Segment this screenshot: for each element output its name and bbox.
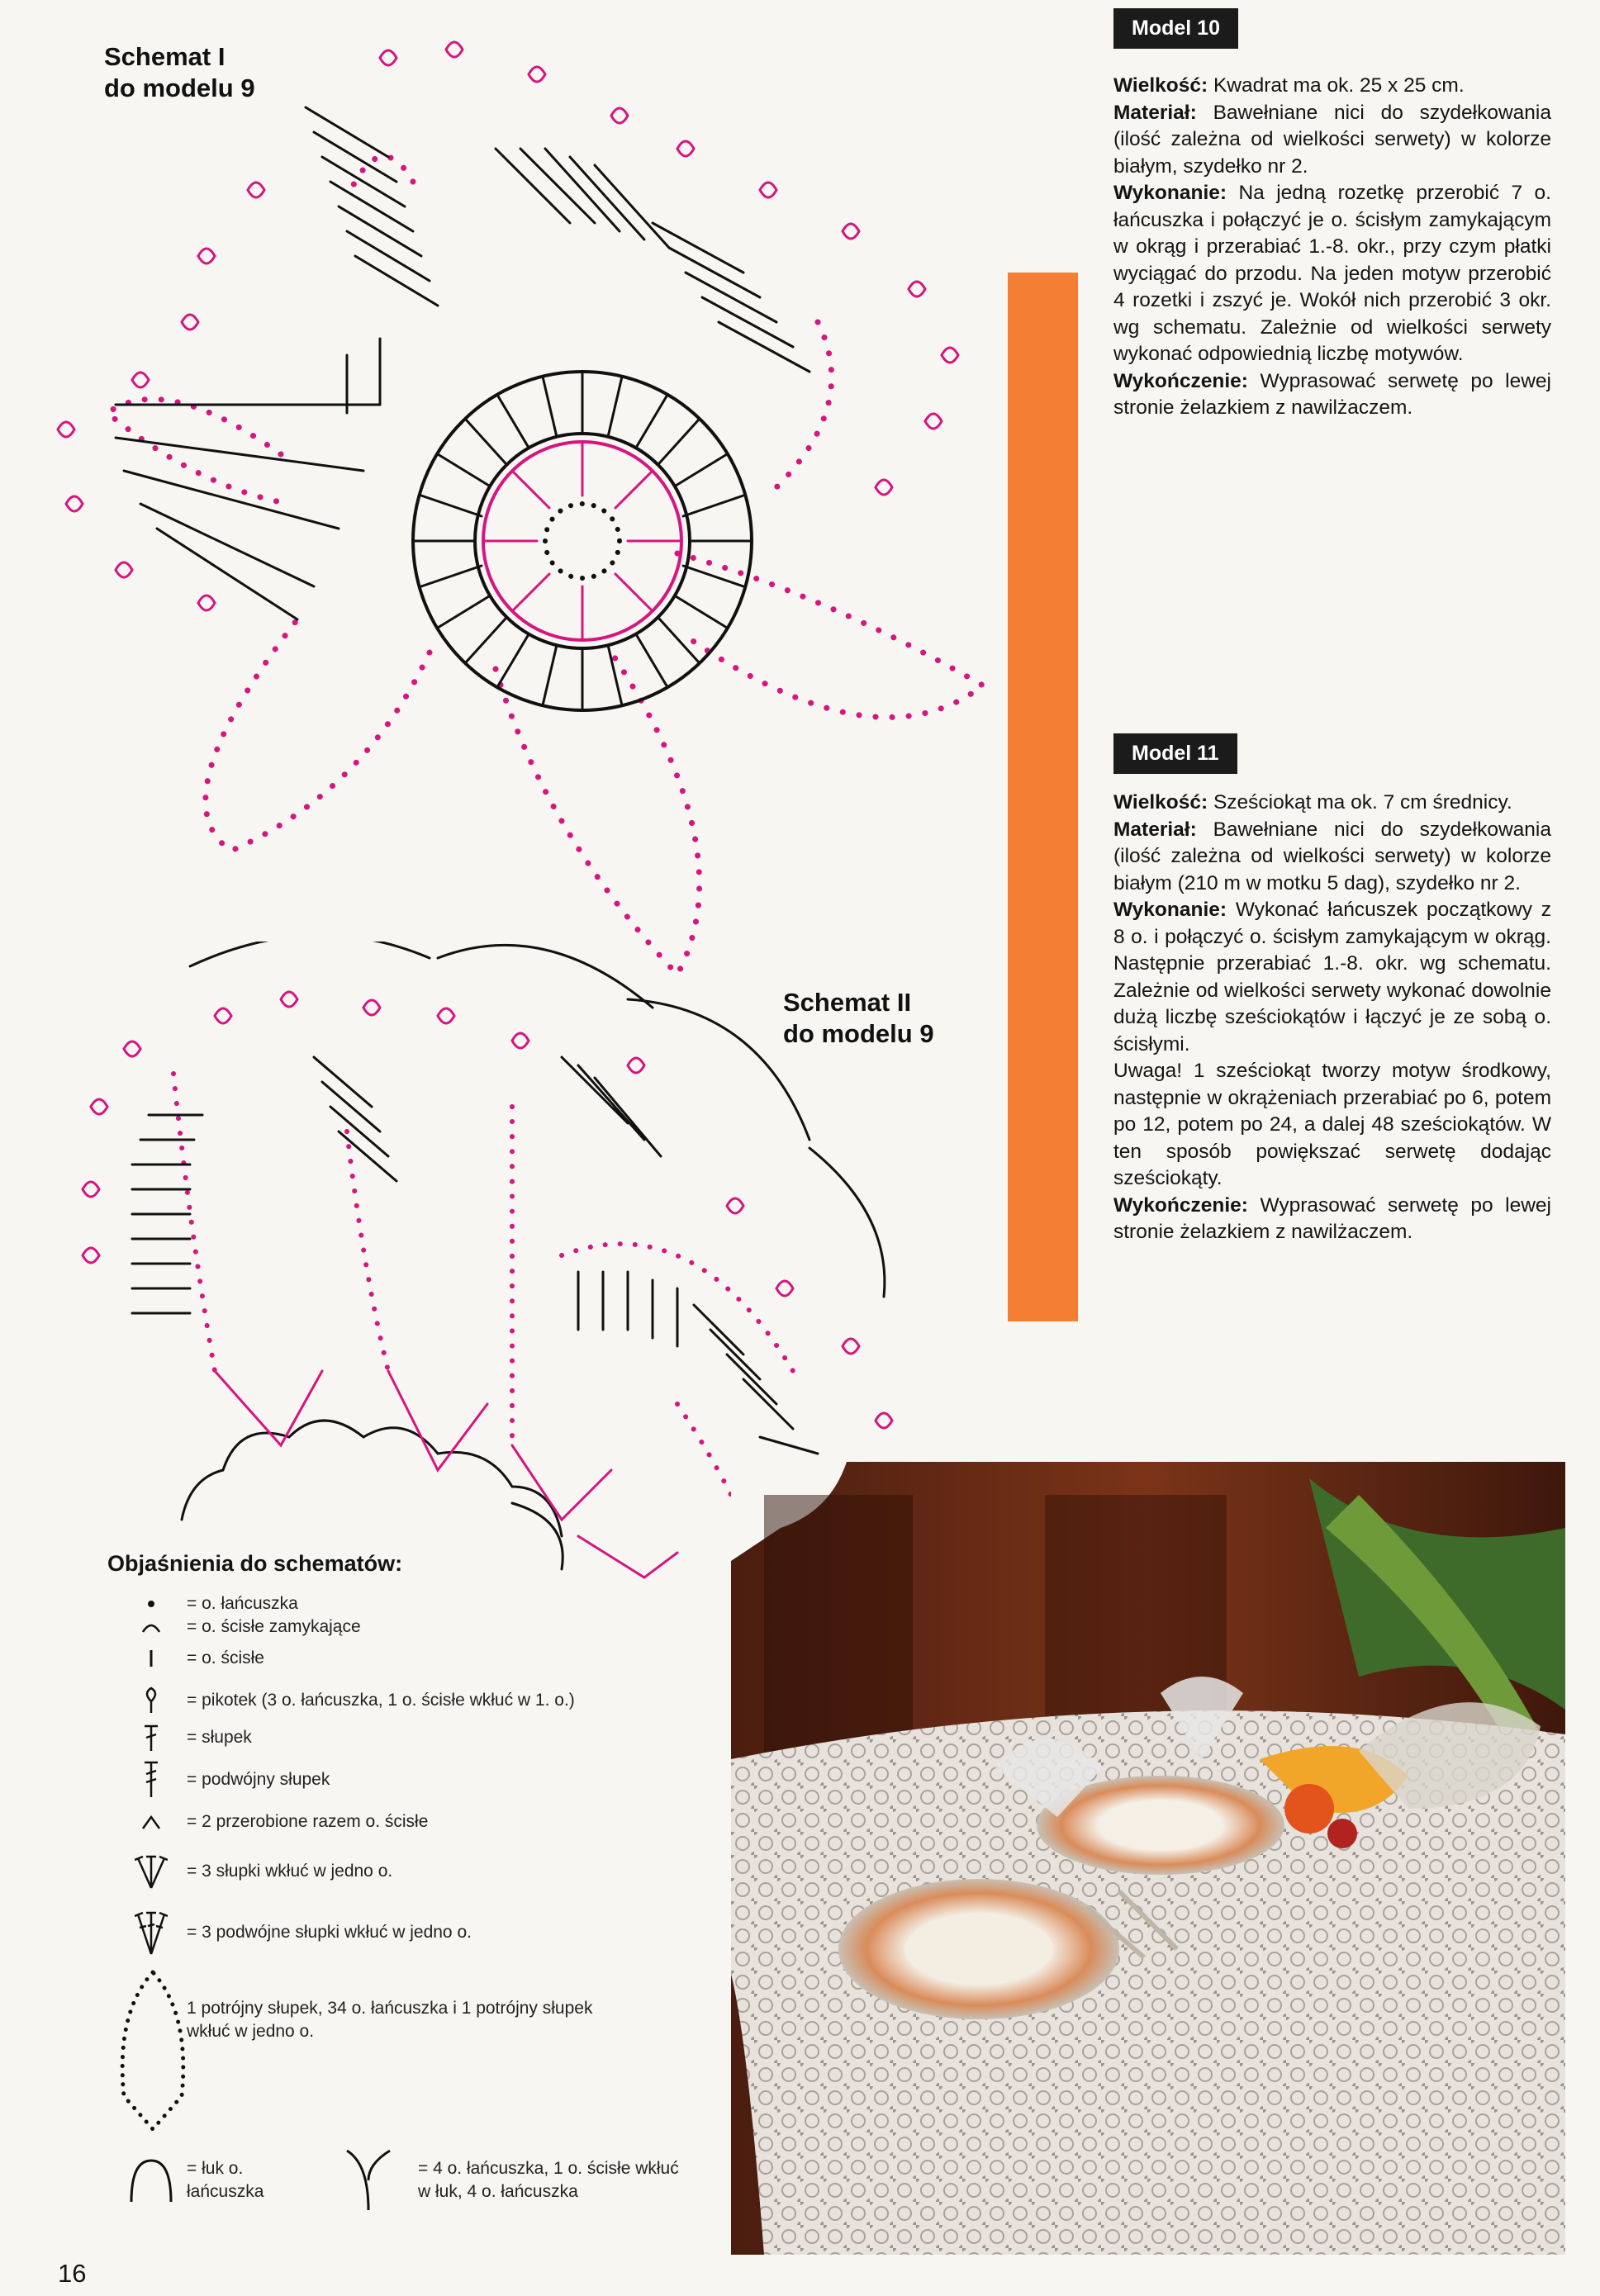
legend-title: Objaśnienia do schematów: xyxy=(107,1551,402,1577)
model11-material: Materiał: Bawełniane nici do szydełkowan… xyxy=(1113,817,1551,898)
model11-note: Uwaga! 1 sześciokąt tworzy motyw środkow… xyxy=(1113,1058,1551,1193)
chain-dot-icon xyxy=(116,1596,187,1612)
picot-icon xyxy=(116,1686,187,1715)
model11-execution: Wykonanie: Wykonać łańcuszek początkowy … xyxy=(1113,897,1551,1058)
model10-finishing: Wykończenie: Wyprasować serwetę po lewej… xyxy=(1113,368,1551,422)
legend-item-petal-chain: 1 potrójny słupek, 34 o. łańcuszka i 1 p… xyxy=(116,1964,616,2137)
legend-item-arc: = łuk o. łańcuszka = 4 o. łańcuszka, 1 o… xyxy=(116,2147,691,2213)
orange-accent-bar xyxy=(1008,273,1078,1321)
tablecloth-photo xyxy=(731,1462,1565,2255)
double-crochet-icon xyxy=(116,1723,187,1753)
legend-item-chain: = o. łańcuszka xyxy=(116,1592,298,1615)
model11-tag: Model 11 xyxy=(1113,733,1237,774)
page-number: 16 xyxy=(58,2259,86,2289)
model10-tag: Model 10 xyxy=(1113,8,1238,49)
arc-icon xyxy=(116,2156,187,2205)
treble-crochet-icon xyxy=(116,1759,187,1800)
model10-execution: Wykonanie: Na jedną rozetkę przerobić 7 … xyxy=(1113,180,1551,368)
model10-material: Materiał: Bawełniane nici do szydełkowan… xyxy=(1113,100,1551,181)
legend-item-sc2tog: = 2 przerobione razem o. ścisłe xyxy=(116,1810,428,1833)
model11-description: Wielkość: Sześciokąt ma ok. 7 cm średnic… xyxy=(1113,790,1551,1246)
legend-item-picot: = pikotek (3 o. łańcuszka, 1 o. ścisłe w… xyxy=(116,1686,575,1715)
legend-item-closing-slip: = o. ścisłe zamykające xyxy=(116,1615,361,1639)
legend-item-3tr-one: = 3 podwójne słupki wkłuć w jedno o. xyxy=(116,1909,472,1956)
slip-stitch-icon xyxy=(116,1648,187,1668)
model10-size: Wielkość: Kwadrat ma ok. 25 x 25 cm. xyxy=(1113,73,1551,100)
decrease-icon xyxy=(116,1812,187,1832)
closing-arc-icon xyxy=(116,1619,187,1635)
three-dc-fan-icon xyxy=(116,1853,187,1890)
dotted-petal-icon xyxy=(116,1964,187,2137)
model11-finishing: Wykończenie: Wyprasować serwetę po lewej… xyxy=(1113,1193,1551,1246)
y-chain-icon xyxy=(319,2147,418,2213)
legend-item-slip: = o. ścisłe xyxy=(116,1647,264,1670)
three-tr-fan-icon xyxy=(116,1909,187,1956)
legend-item-dc: = słupek xyxy=(116,1723,252,1753)
legend-item-tr: = podwójny słupek xyxy=(116,1759,330,1800)
model11-size: Wielkość: Sześciokąt ma ok. 7 cm średnic… xyxy=(1113,790,1551,817)
model10-description: Wielkość: Kwadrat ma ok. 25 x 25 cm. Mat… xyxy=(1113,73,1551,422)
schema1-diagram xyxy=(33,25,1008,999)
legend-item-3dc-one: = 3 słupki wkłuć w jedno o. xyxy=(116,1853,392,1890)
